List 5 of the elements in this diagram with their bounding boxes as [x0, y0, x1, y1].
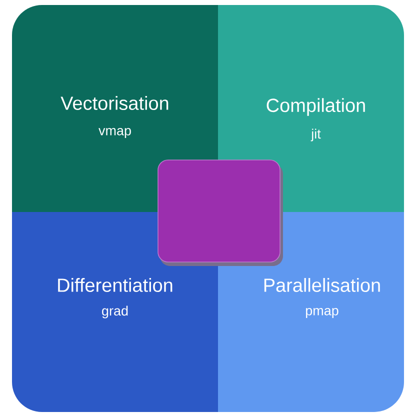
- quadrant-panel: Compilation jit: [218, 5, 404, 212]
- center-box: [158, 160, 283, 266]
- quadrant-panel: Vectorisation vmap: [12, 5, 218, 212]
- quadrant-panel: Differentiation grad: [12, 212, 218, 412]
- quadrant-panel: Parallelisation pmap: [218, 212, 404, 412]
